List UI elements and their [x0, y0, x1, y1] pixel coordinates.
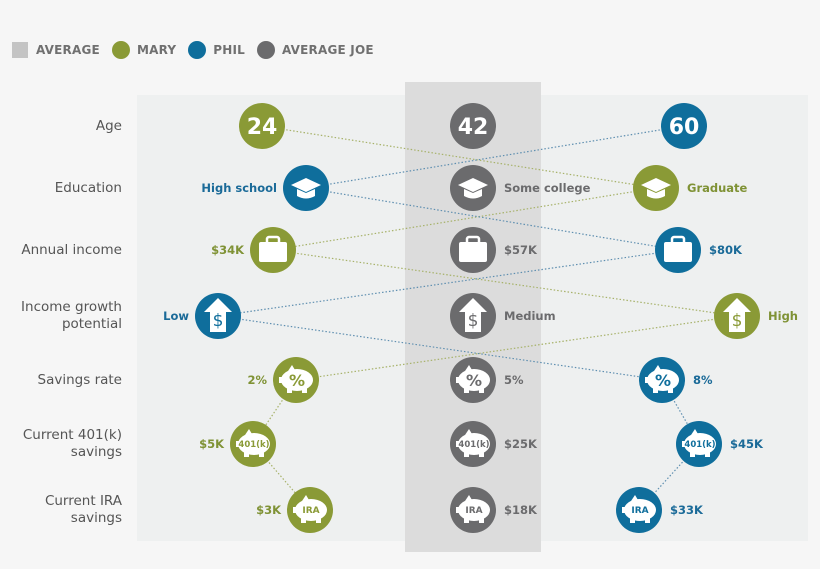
svg-text:$: $: [732, 311, 743, 331]
briefcase-icon: [259, 235, 287, 262]
mary-value: $5K: [199, 437, 224, 451]
legend-dot-joe: [257, 41, 275, 59]
joe-circle: [450, 103, 496, 149]
mary-marker: 24: [239, 103, 285, 149]
dollar-up-arrow-icon: $: [723, 298, 751, 332]
legend-label-joe: AVERAGE JOE: [282, 43, 374, 57]
piggy-bank-label: %: [466, 371, 482, 390]
joe-age-value: 42: [458, 115, 489, 140]
phil-marker: $: [195, 293, 241, 339]
joe-marker: 401(k): [450, 421, 496, 467]
graduation-cap-icon: [641, 178, 671, 199]
phil-marker: [655, 227, 701, 273]
phil-marker: IRA: [616, 487, 662, 533]
graduation-cap-icon: [291, 178, 321, 199]
phil-marker: 401(k): [676, 421, 722, 467]
phil-value: High school: [201, 181, 277, 195]
piggy-bank-label: IRA: [465, 506, 482, 516]
row-label: Annual income: [21, 241, 122, 258]
legend-label-average: AVERAGE: [36, 43, 100, 57]
row-label: Education: [54, 179, 122, 196]
joe-marker: [450, 227, 496, 273]
piggy-bank-label: %: [289, 371, 305, 390]
phil-value: $80K: [709, 243, 742, 257]
piggy-bank-label: 401(k): [238, 440, 269, 450]
row-label: Current IRA savings: [44, 493, 122, 526]
mary-marker: %: [273, 357, 319, 403]
legend-dot-phil: [188, 41, 207, 59]
phil-value: $45K: [730, 437, 763, 451]
joe-value: $18K: [504, 503, 537, 517]
briefcase-icon: [664, 235, 692, 262]
piggy-bank-label: 401(k): [458, 440, 489, 450]
row-label: Age: [95, 117, 122, 134]
mary-circle: [239, 103, 285, 149]
mary-marker: 401(k): [230, 421, 276, 467]
mary-connector-line: [272, 249, 738, 317]
joe-value: $25K: [504, 437, 537, 451]
piggy-bank-icon: %: [279, 365, 313, 393]
joe-value: 5%: [504, 373, 524, 387]
joe-marker: [450, 165, 496, 211]
joe-value: Medium: [504, 309, 556, 323]
legend-label-mary: MARY: [136, 43, 177, 57]
piggy-bank-icon: 401(k): [682, 429, 716, 457]
phil-value: $33K: [670, 503, 703, 517]
piggy-bank-icon: IRA: [293, 495, 327, 523]
piggy-bank-label: %: [655, 371, 671, 390]
phil-connector-line: [217, 249, 679, 317]
graduation-cap-icon: [458, 178, 488, 199]
mary-marker: [633, 165, 679, 211]
legend-dot-mary: [111, 41, 130, 59]
piggy-bank-icon: IRA: [456, 495, 490, 523]
phil-value: 8%: [693, 373, 713, 387]
mary-marker: [250, 227, 296, 273]
phil-connector-line: [217, 315, 663, 381]
mary-marker: IRA: [287, 487, 333, 533]
dollar-up-arrow-icon: $: [459, 298, 487, 332]
mary-connector-line: [272, 187, 657, 251]
legend: AVERAGE MARY PHIL AVERAGE JOE: [12, 41, 374, 59]
piggy-bank-icon: 401(k): [236, 429, 270, 457]
phil-marker: 60: [661, 103, 707, 149]
joe-value: $57K: [504, 243, 537, 257]
piggy-bank-label: IRA: [302, 506, 319, 516]
phil-circle: [661, 103, 707, 149]
mary-marker: $: [714, 293, 760, 339]
mary-value: 2%: [247, 373, 267, 387]
dollar-up-arrow-icon: $: [204, 298, 232, 332]
svg-text:$: $: [468, 311, 479, 331]
joe-marker: $: [450, 293, 496, 339]
piggy-bank-icon: %: [456, 365, 490, 393]
phil-age-value: 60: [669, 115, 700, 140]
joe-marker: 42: [450, 103, 496, 149]
joe-marker: IRA: [450, 487, 496, 533]
briefcase-icon: [459, 235, 487, 262]
piggy-bank-label: 401(k): [684, 440, 715, 450]
svg-text:$: $: [213, 311, 224, 331]
piggy-bank-icon: 401(k): [456, 429, 490, 457]
phil-marker: [283, 165, 329, 211]
piggy-bank-icon: IRA: [622, 495, 656, 523]
mary-value: $3K: [256, 503, 281, 517]
joe-marker: %: [450, 357, 496, 403]
piggy-bank-icon: %: [645, 365, 679, 393]
legend-label-phil: PHIL: [213, 43, 245, 57]
mary-value: $34K: [211, 243, 244, 257]
legend-swatch-average: [12, 42, 28, 58]
mary-value: Graduate: [687, 181, 748, 195]
mary-age-value: 24: [247, 115, 278, 140]
row-label: Income growth potential: [21, 299, 122, 332]
row-label: Savings rate: [37, 371, 122, 388]
row-label: Current 401(k) savings: [22, 427, 122, 460]
piggy-bank-label: IRA: [631, 506, 648, 516]
mary-connector-line: [295, 315, 738, 381]
phil-marker: %: [639, 357, 685, 403]
phil-value: Low: [163, 309, 189, 323]
mary-value: High: [768, 309, 798, 323]
joe-value: Some college: [504, 181, 591, 195]
phil-connector-line: [305, 125, 685, 189]
